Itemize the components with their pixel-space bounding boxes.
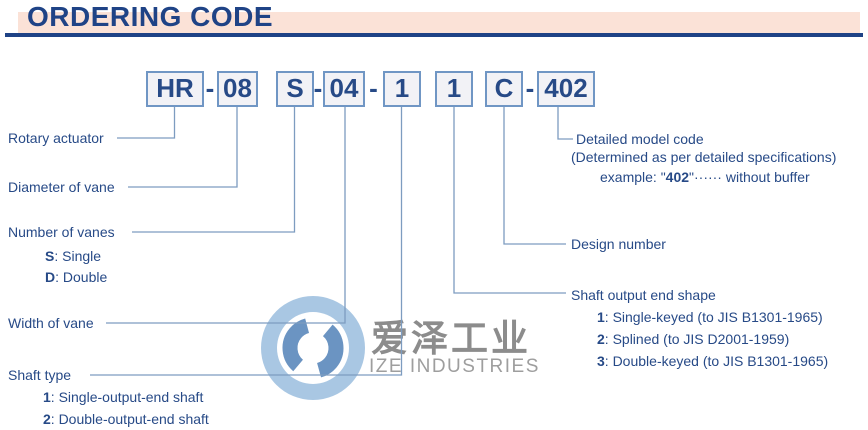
code-hyphen: - [313,73,323,103]
connector-width-of-vane [106,107,346,324]
option-desc: : Double [55,269,108,285]
code-box-vane-width: 04 [323,71,365,107]
label-shaft-output-end-shape: Shaft output end shape [571,287,716,303]
connector-number-of-vanes [132,107,296,233]
example-suffix: "······ without buffer [689,169,810,185]
watermark-chinese-text: 爱泽工业 [371,318,531,359]
option-shaft-type-2: 2: Double-output-end shaft [43,412,209,427]
code-box-design-number: C [485,71,523,107]
example-code: 402 [665,169,690,185]
option-vanes-single: S: Single [45,249,101,264]
option-key: 3 [597,353,605,369]
code-box-shaft-type: 1 [383,71,421,107]
code-hyphen: - [205,73,215,103]
option-desc: : Double-output-end shaft [50,411,209,427]
option-output-shape-1: 1: Single-keyed (to JIS B1301-1965) [597,310,823,325]
label-design-number: Design number [571,236,666,252]
option-desc: : Single [54,248,102,264]
code-box-diameter: 08 [217,71,258,107]
option-key: 1 [43,389,51,405]
option-desc: : Double-keyed (to JIS B1301-1965) [604,353,829,369]
code-box-shaft-output: 1 [435,71,473,107]
code-box-series: HR [146,71,204,107]
connector-diameter-of-vane [128,107,238,188]
header-highlight-band [18,12,860,34]
option-key: 1 [597,309,605,325]
connector-detailed-model-code [557,107,573,140]
watermark-company-text: IZE INDUSTRIES [369,356,540,377]
option-desc: : Single-keyed (to JIS B1301-1965) [604,309,823,325]
option-output-shape-2: 2: Splined (to JIS D2001-1959) [597,332,789,347]
option-key: D [45,269,56,285]
option-desc: : Single-output-end shaft [50,389,204,405]
label-detailed-model-note: (Determined as per detailed specificatio… [571,149,837,165]
label-number-of-vanes: Number of vanes [8,224,115,240]
page-title: ORDERING CODE [27,1,274,32]
option-shaft-type-1: 1: Single-output-end shaft [43,390,203,405]
code-hyphen: - [369,73,378,103]
connector-rotary-actuator [117,107,176,139]
ize-logo-icon [261,296,365,400]
option-vanes-double: D: Double [45,270,107,285]
option-key: 2 [43,411,51,427]
code-box-detail-code: 402 [537,71,595,107]
label-rotary-actuator: Rotary actuator [8,130,104,146]
option-key: 2 [597,331,605,347]
label-shaft-type: Shaft type [8,367,72,383]
code-box-vane-count: S [276,71,314,107]
label-detailed-model-example: example: "402"······ without buffer [600,170,810,185]
label-diameter-of-vane: Diameter of vane [8,179,115,195]
header-rule [5,33,863,37]
label-detailed-model-code: Detailed model code [576,131,704,147]
option-key: S [45,248,55,264]
option-output-shape-3: 3: Double-keyed (to JIS B1301-1965) [597,354,828,369]
example-prefix: example: " [600,169,666,185]
option-desc: : Splined (to JIS D2001-1959) [604,331,790,347]
code-hyphen: - [525,73,535,103]
label-width-of-vane: Width of vane [8,315,94,331]
connector-shaft-output-end-shape [453,107,566,294]
connector-design-number [503,107,566,245]
